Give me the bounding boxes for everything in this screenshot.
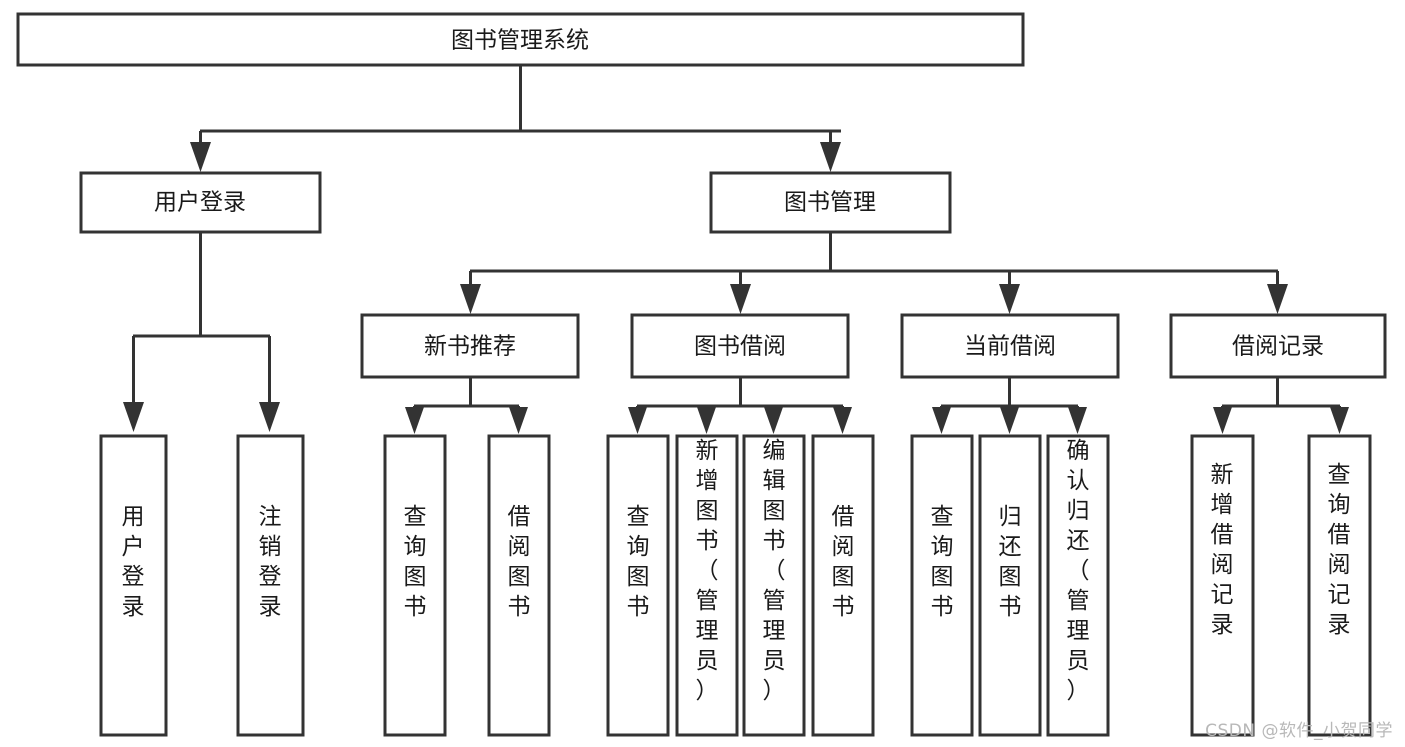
node-book-borrow-label: 图书借阅 — [694, 334, 786, 360]
node-book-borrow[interactable]: 图书借阅 — [630, 313, 850, 379]
leaf-borrow-book-2-label: 借阅图书 — [832, 504, 855, 620]
node-book-manage-label: 图书管理 — [784, 190, 876, 216]
leaf-add-record[interactable]: 新增借阅记录 — [1190, 434, 1255, 737]
node-user-login-label: 用户登录 — [154, 190, 246, 216]
leaf-borrow-book-1[interactable]: 借阅图书 — [487, 434, 551, 737]
leaf-edit-book[interactable]: 编辑图书（管理员） — [742, 434, 806, 737]
leaf-logout-label: 注销登录 — [259, 504, 282, 620]
connector-bookmanage-to-level2 — [460, 232, 1288, 314]
connectors-layer — [123, 65, 1349, 434]
leaf-query-record[interactable]: 查询借阅记录 — [1307, 434, 1372, 737]
leaf-query-book-3-label: 查询图书 — [931, 504, 954, 620]
node-book-manage[interactable]: 图书管理 — [709, 171, 952, 234]
node-root-label: 图书管理系统 — [451, 28, 589, 54]
leaf-add-book[interactable]: 新增图书（管理员） — [675, 434, 739, 737]
leaf-edit-book-label: 编辑图书（管理员） — [763, 438, 786, 704]
connector-bookborrow-to-leaves — [628, 377, 852, 434]
node-current-borrow[interactable]: 当前借阅 — [900, 313, 1120, 379]
connector-borrowrecord-to-leaves — [1213, 377, 1349, 434]
leaf-confirm-return-label: 确认归还（管理员） — [1067, 438, 1090, 704]
node-current-borrow-label: 当前借阅 — [964, 334, 1056, 360]
leaf-query-record-label: 查询借阅记录 — [1328, 462, 1351, 638]
leaf-confirm-return[interactable]: 确认归还（管理员） — [1046, 434, 1110, 737]
leaf-query-book-2[interactable]: 查询图书 — [606, 434, 670, 737]
leaf-query-book-3[interactable]: 查询图书 — [910, 434, 974, 737]
leaf-return-book[interactable]: 归还图书 — [978, 434, 1042, 737]
node-new-book-recommend-label: 新书推荐 — [424, 334, 516, 360]
leaf-user-login-label: 用户登录 — [122, 504, 145, 620]
leaf-query-book-2-label: 查询图书 — [627, 504, 650, 620]
leaf-logout[interactable]: 注销登录 — [236, 434, 305, 737]
leaf-return-book-label: 归还图书 — [999, 504, 1022, 620]
node-new-book-recommend[interactable]: 新书推荐 — [360, 313, 580, 379]
connector-newbook-to-leaves — [405, 377, 528, 434]
node-root[interactable]: 图书管理系统 — [16, 12, 1025, 67]
leaf-add-book-label: 新增图书（管理员） — [696, 438, 719, 704]
leaf-query-book-1-label: 查询图书 — [404, 504, 427, 620]
connector-root-to-level1 — [190, 65, 841, 172]
leaf-borrow-book-1-label: 借阅图书 — [508, 504, 531, 620]
leaf-user-login[interactable]: 用户登录 — [99, 434, 168, 737]
leaf-query-book-1[interactable]: 查询图书 — [383, 434, 447, 737]
connector-userlogin-to-leaves — [123, 232, 280, 432]
leaf-add-record-label: 新增借阅记录 — [1211, 462, 1234, 638]
leaf-borrow-book-2[interactable]: 借阅图书 — [811, 434, 875, 737]
node-borrow-record-label: 借阅记录 — [1232, 334, 1324, 360]
node-borrow-record[interactable]: 借阅记录 — [1169, 313, 1387, 379]
node-user-login[interactable]: 用户登录 — [79, 171, 322, 234]
connector-currentborrow-to-leaves — [932, 377, 1087, 434]
